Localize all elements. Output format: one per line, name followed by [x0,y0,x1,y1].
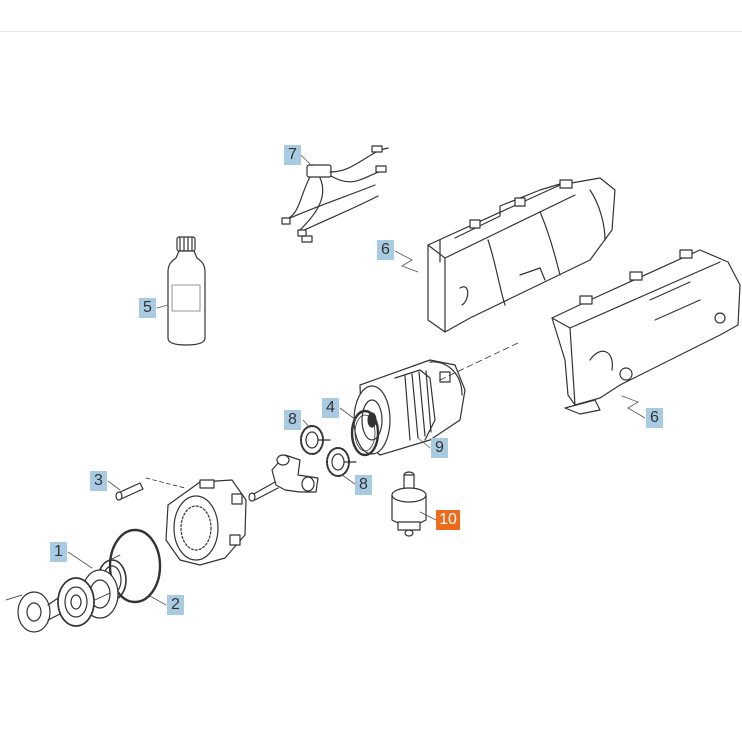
part-1-bearing-set[interactable] [17,559,127,633]
callout-7[interactable]: 7 [284,145,301,165]
callout-8-lower[interactable]: 8 [355,475,372,495]
planet-carrier-shaft[interactable] [248,454,319,502]
part-6-housing-upper[interactable] [427,177,616,333]
part-7-wire-harness[interactable] [281,145,389,243]
part-8-gear-upper[interactable] [300,425,331,455]
callout-4[interactable]: 4 [322,398,339,418]
callout-8-upper[interactable]: 8 [284,410,301,430]
part-6-housing-lower[interactable] [551,249,741,415]
callout-5[interactable]: 5 [139,298,156,318]
part-9-motor[interactable] [353,359,466,456]
gear-housing[interactable] [165,479,247,566]
part-10-motor-mount[interactable] [391,471,427,537]
callout-10[interactable]: 10 [436,510,460,530]
leader-lines [67,154,646,606]
callout-6-upper[interactable]: 6 [377,240,394,260]
alignment-lines [5,341,521,601]
callout-1[interactable]: 1 [50,542,67,562]
callout-3[interactable]: 3 [90,471,107,491]
part-5-bottle[interactable] [167,236,206,346]
part-8-gear-lower[interactable] [326,447,357,477]
callout-9[interactable]: 9 [431,438,448,458]
top-bar [0,0,742,32]
callout-2[interactable]: 2 [167,595,184,615]
callout-6-lower[interactable]: 6 [646,408,663,428]
part-4-o-ring[interactable] [350,409,380,457]
part-3-screw[interactable] [115,477,186,501]
